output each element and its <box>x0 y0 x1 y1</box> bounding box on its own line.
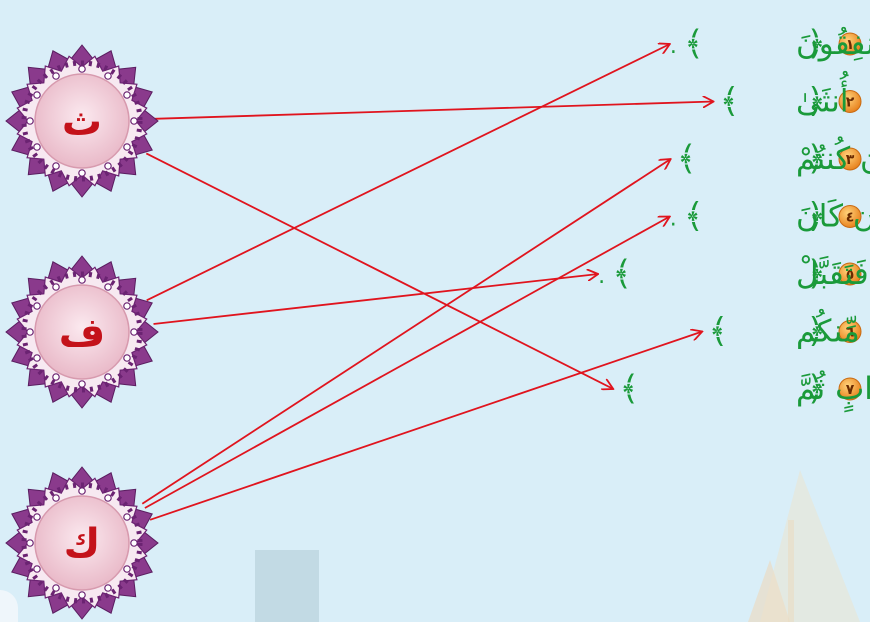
term-item: ٤ ﴿أَن كَانَ ﴾. <box>670 191 870 237</box>
close-bracket: ﴾ <box>708 312 728 352</box>
term-number: ١ <box>846 37 855 53</box>
term-list: ١﴿يُنفِقُونَ﴾.٢﴿أُنثَىٰ﴾٣﴿إِن كُنتُمْ﴾٤﴿… <box>598 24 870 413</box>
open-bracket: ﴿ <box>806 139 826 179</box>
term-number: ٦ <box>846 325 855 341</box>
term-item: ٣ ﴿إِن كُنتُمْ ﴾ <box>677 137 870 183</box>
open-bracket: ﴿ <box>806 312 826 352</box>
term-text: أُنثَىٰ <box>796 71 849 120</box>
open-bracket: ﴿ <box>806 197 826 237</box>
term-number: ٥ <box>846 267 855 283</box>
arrow-kaf-to-٣ <box>141 159 670 505</box>
number-badge: ٦ <box>838 320 862 343</box>
term-dot: . <box>598 264 605 289</box>
close-bracket: ﴾ <box>684 24 704 64</box>
close-bracket: ﴾ <box>619 369 639 409</box>
number-badge: ٣ <box>838 147 862 171</box>
number-badge: ٢ <box>838 90 862 113</box>
term-item: ٧ ﴿مِن تُرَابٍ ثُمَّ ﴾ <box>619 369 870 413</box>
number-badge: ١ <box>838 32 862 56</box>
number-badge: ٥ <box>838 262 862 286</box>
close-bracket: ﴾ <box>612 254 632 294</box>
term-dot: . <box>670 34 677 59</box>
letter-label: ك <box>64 521 101 567</box>
term-text: أَن كَانَ <box>796 191 870 235</box>
term-text: إِن كُنتُمْ <box>796 137 870 183</box>
arrow-kaf-to-٤ <box>144 217 670 509</box>
term-text: يُنفِقُونَ <box>796 26 870 62</box>
term-item: ٦ ﴿مِّنكُم ﴾ <box>708 309 862 352</box>
arrow-tha-to-٧ <box>145 152 613 389</box>
open-bracket: ﴿ <box>806 369 826 409</box>
number-badge: ٤ <box>838 205 862 228</box>
close-bracket: ﴾ <box>720 82 740 122</box>
medallion-kaf: ك <box>5 466 159 620</box>
term-number: ٢ <box>846 95 855 111</box>
arrow-fa-to-١ <box>146 44 670 302</box>
connection-arrows <box>141 44 714 521</box>
term-item: ٥ ﴿مُحَرَّرًا فَتَقَبَّلْ ﴾. <box>598 254 870 294</box>
term-number: ٤ <box>846 210 855 226</box>
open-bracket: ﴿ <box>806 24 826 64</box>
arrow-kaf-to-٦ <box>149 332 702 521</box>
arrow-tha-to-٢ <box>153 102 714 120</box>
arrow-fa-to-٥ <box>153 274 599 325</box>
background-decoration <box>0 470 860 622</box>
term-dot: . <box>670 207 677 232</box>
open-bracket: ﴿ <box>806 254 826 294</box>
term-text: مِّنكُم <box>796 309 860 349</box>
open-bracket: ﴿ <box>806 82 826 122</box>
term-text: مُحَرَّرًا فَتَقَبَّلْ <box>796 255 870 292</box>
medallion-fa: ف <box>5 255 159 409</box>
number-badge: ٧ <box>838 377 862 401</box>
letter-label: ف <box>59 310 105 356</box>
term-item: ٢ ﴿أُنثَىٰ ﴾ <box>720 71 862 122</box>
close-bracket: ﴾ <box>684 197 704 237</box>
close-bracket: ﴾ <box>677 139 697 179</box>
term-number: ٣ <box>846 152 855 168</box>
term-number: ٧ <box>846 382 855 398</box>
letter-label: ث <box>62 99 102 145</box>
term-item: ١ ﴿يُنفِقُونَ ﴾. <box>670 24 870 64</box>
medallion-tha: ث <box>5 44 159 198</box>
term-text: مِن تُرَابٍ ثُمَّ <box>796 370 870 413</box>
letter-medallions: ث ف ك <box>5 44 159 620</box>
